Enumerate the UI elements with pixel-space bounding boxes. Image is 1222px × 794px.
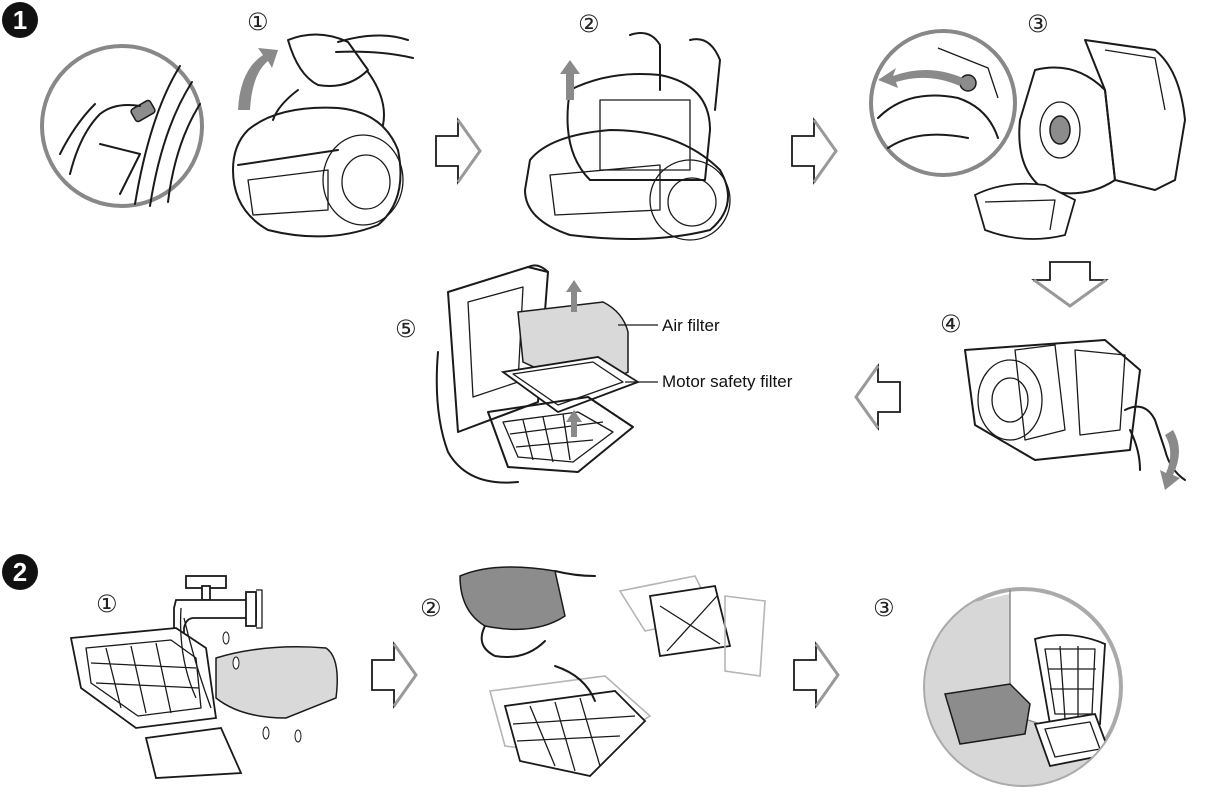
latch-zoom-illustration: [40, 44, 205, 209]
flow-arrow-1: [432, 116, 484, 186]
dust-unit-open-illustration: [955, 30, 1195, 245]
flow-arrow-4: [790, 640, 842, 710]
flow-arrow-2: [788, 116, 840, 186]
step-1-5-number: ⑤: [395, 315, 417, 343]
step-2-3-number: ③: [873, 594, 895, 622]
section-badge-2: 2: [2, 554, 38, 590]
motor-safety-filter-label: Motor safety filter: [662, 372, 792, 392]
flow-arrow-3: [368, 640, 420, 710]
vacuum-container-lift-illustration: [510, 30, 740, 240]
vacuum-lid-open-illustration: [218, 30, 418, 240]
step-2-2-number: ②: [420, 594, 442, 622]
air-filter-label: Air filter: [662, 316, 720, 336]
wringing-filters-illustration: [455, 556, 775, 792]
flow-arrow-down: [1030, 258, 1110, 310]
label-leader-lines: [600, 310, 660, 390]
dust-unit-hand-illustration: [955, 330, 1190, 490]
drying-filters-illustration: [920, 584, 1126, 790]
washing-filters-illustration: [66, 568, 346, 790]
flow-arrow-left: [852, 362, 904, 432]
section-badge-1: 1: [2, 2, 38, 38]
